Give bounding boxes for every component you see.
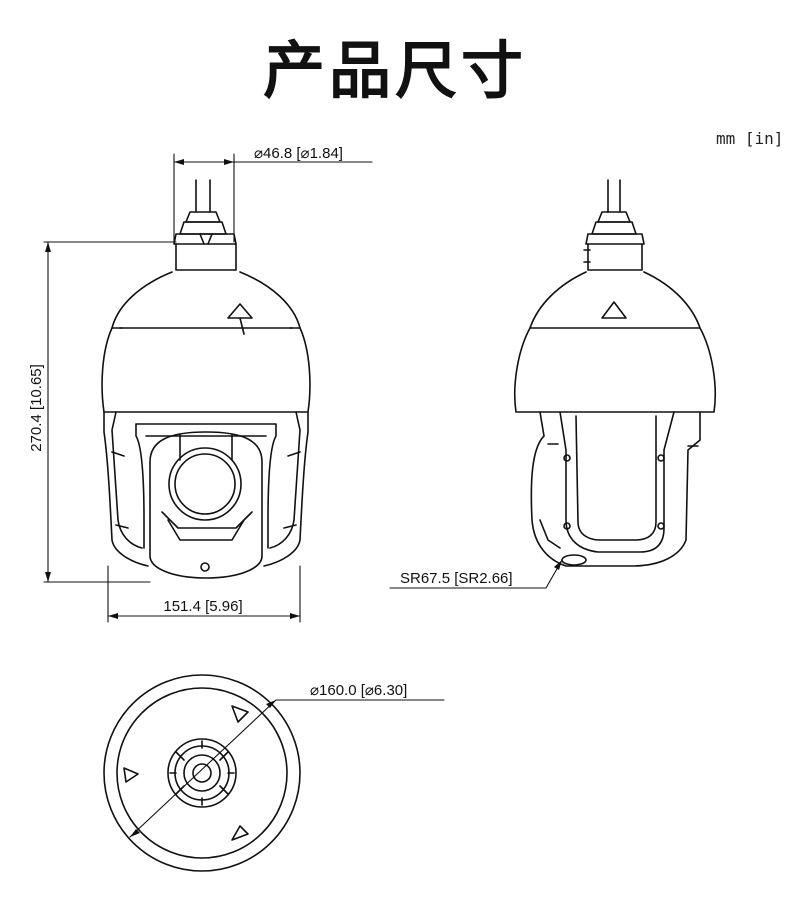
page-title: 产品尺寸 [262, 34, 527, 107]
top-view [103, 674, 301, 872]
base-diameter-label: ⌀160.0 [⌀6.30] [310, 682, 407, 699]
width-label: 151.4 [5.96] [163, 598, 242, 615]
unit-label: mm [in] [716, 129, 784, 148]
side-view [513, 179, 717, 567]
dimension-lines [43, 153, 563, 838]
height-label: 270.4 [10.65] [28, 364, 45, 452]
cable-diameter-label: ⌀46.8 [⌀1.84] [254, 145, 343, 162]
radius-label: SR67.5 [SR2.66] [400, 570, 513, 587]
front-view [101, 179, 311, 579]
